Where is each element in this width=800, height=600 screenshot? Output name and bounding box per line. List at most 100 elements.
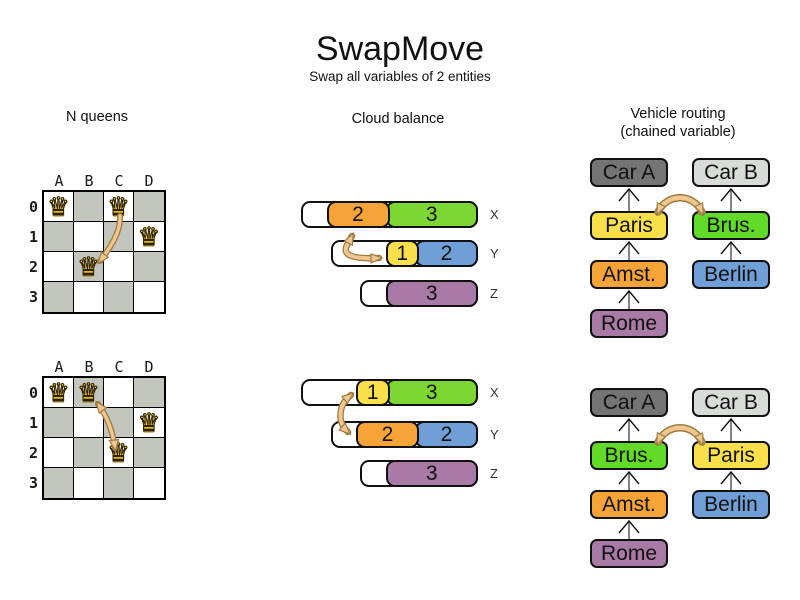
queen-icon: ♛ <box>77 252 101 281</box>
board-cell: ♛ <box>134 408 164 438</box>
chain-arrow-icon <box>720 187 742 211</box>
vehicle-box-rome: Rome <box>590 309 668 338</box>
chain-arrow-icon <box>618 417 640 441</box>
cloud-row-label: X <box>490 207 499 222</box>
board-cell <box>44 252 74 282</box>
board-cell <box>134 378 164 408</box>
board-cell <box>74 192 104 222</box>
section-header-vehicle-routing: Vehicle routing (chained variable) <box>598 105 758 141</box>
board-column-label: D <box>144 172 154 190</box>
process-block: 2 <box>326 201 390 228</box>
board-row-label: 3 <box>28 288 38 306</box>
board-cell <box>104 282 134 312</box>
board-cell <box>74 408 104 438</box>
board-row-label: 2 <box>28 258 38 276</box>
board-row-label: 0 <box>28 198 38 216</box>
board-cell: ♛ <box>104 192 134 222</box>
swap-arrow-vehicle-after <box>654 424 706 442</box>
board-cell: ♛ <box>44 192 74 222</box>
queen-icon: ♛ <box>107 438 131 467</box>
board-cell <box>104 378 134 408</box>
board-cell: ♛ <box>104 438 134 468</box>
board-cell <box>44 468 74 498</box>
vehicle-box-cara: Car A <box>590 388 668 417</box>
cloud-row-label: X <box>490 385 499 400</box>
board-cell <box>74 282 104 312</box>
chain-arrow-icon <box>720 470 742 490</box>
queen-icon: ♛ <box>77 378 101 407</box>
board-cell <box>44 408 74 438</box>
nqueens-board-after: ♛♛♛♛ <box>42 376 166 500</box>
board-cell <box>74 468 104 498</box>
chain-arrow-icon <box>618 519 640 539</box>
process-block: 3 <box>385 379 478 406</box>
chain-arrow-icon <box>618 187 640 211</box>
board-column-label: A <box>54 358 64 376</box>
queen-icon: ♛ <box>47 192 71 221</box>
process-block: 3 <box>385 280 478 307</box>
board-row-label: 1 <box>28 414 38 432</box>
process-block: 3 <box>385 201 478 228</box>
board-cell <box>134 438 164 468</box>
board-cell <box>104 222 134 252</box>
vehicle-box-brus: Brus. <box>590 441 668 470</box>
section-header-nqueens: N queens <box>65 109 129 125</box>
vehicle-box-cara: Car A <box>590 158 668 187</box>
queen-icon: ♛ <box>47 378 71 407</box>
page-subtitle: Swap all variables of 2 entities <box>309 69 491 84</box>
vehicle-header-line2: (chained variable) <box>620 124 736 140</box>
board-cell: ♛ <box>74 252 104 282</box>
process-block: 2 <box>415 421 478 448</box>
board-cell <box>44 222 74 252</box>
vehicle-box-paris: Paris <box>692 441 770 470</box>
board-cell: ♛ <box>44 378 74 408</box>
vehicle-box-amst: Amst. <box>590 260 668 289</box>
board-row-label: 1 <box>28 228 38 246</box>
process-block: 2 <box>415 240 478 267</box>
vehicle-box-berlin: Berlin <box>692 490 770 519</box>
board-column-label: A <box>54 172 64 190</box>
board-cell <box>104 468 134 498</box>
board-cell <box>134 192 164 222</box>
board-cell <box>74 222 104 252</box>
section-header-cloud-balance: Cloud balance <box>351 111 445 127</box>
cloud-row-label: Y <box>490 246 499 261</box>
chain-arrow-icon <box>618 240 640 260</box>
cloud-computer-z-after: 3 <box>360 460 478 487</box>
board-cell <box>44 282 74 312</box>
nqueens-board-before: ♛♛♛♛ <box>42 190 166 314</box>
vehicle-box-berlin: Berlin <box>692 260 770 289</box>
cloud-row-label: Z <box>490 286 498 301</box>
board-cell: ♛ <box>134 222 164 252</box>
vehicle-header-line1: Vehicle routing <box>630 106 726 122</box>
chain-arrow-icon <box>720 240 742 260</box>
vehicle-box-amst: Amst. <box>590 490 668 519</box>
chain-arrow-icon <box>618 470 640 490</box>
board-cell <box>104 252 134 282</box>
queen-icon: ♛ <box>107 192 131 221</box>
vehicle-box-brus: Brus. <box>692 211 770 240</box>
swap-arrow-vehicle-before <box>654 194 706 212</box>
board-row-label: 3 <box>28 474 38 492</box>
board-column-label: D <box>144 358 154 376</box>
board-row-label: 2 <box>28 444 38 462</box>
board-cell <box>134 252 164 282</box>
board-cell <box>74 438 104 468</box>
process-block: 2 <box>356 421 419 448</box>
board-column-label: B <box>84 358 94 376</box>
chain-arrow-icon <box>618 289 640 309</box>
process-block: 3 <box>385 460 478 487</box>
queen-icon: ♛ <box>137 408 161 437</box>
process-block: 1 <box>356 379 390 406</box>
board-cell <box>44 438 74 468</box>
board-cell <box>104 408 134 438</box>
board-column-label: C <box>114 358 124 376</box>
cloud-row-label: Z <box>490 466 498 481</box>
board-cell <box>134 282 164 312</box>
vehicle-box-carb: Car B <box>692 158 770 187</box>
